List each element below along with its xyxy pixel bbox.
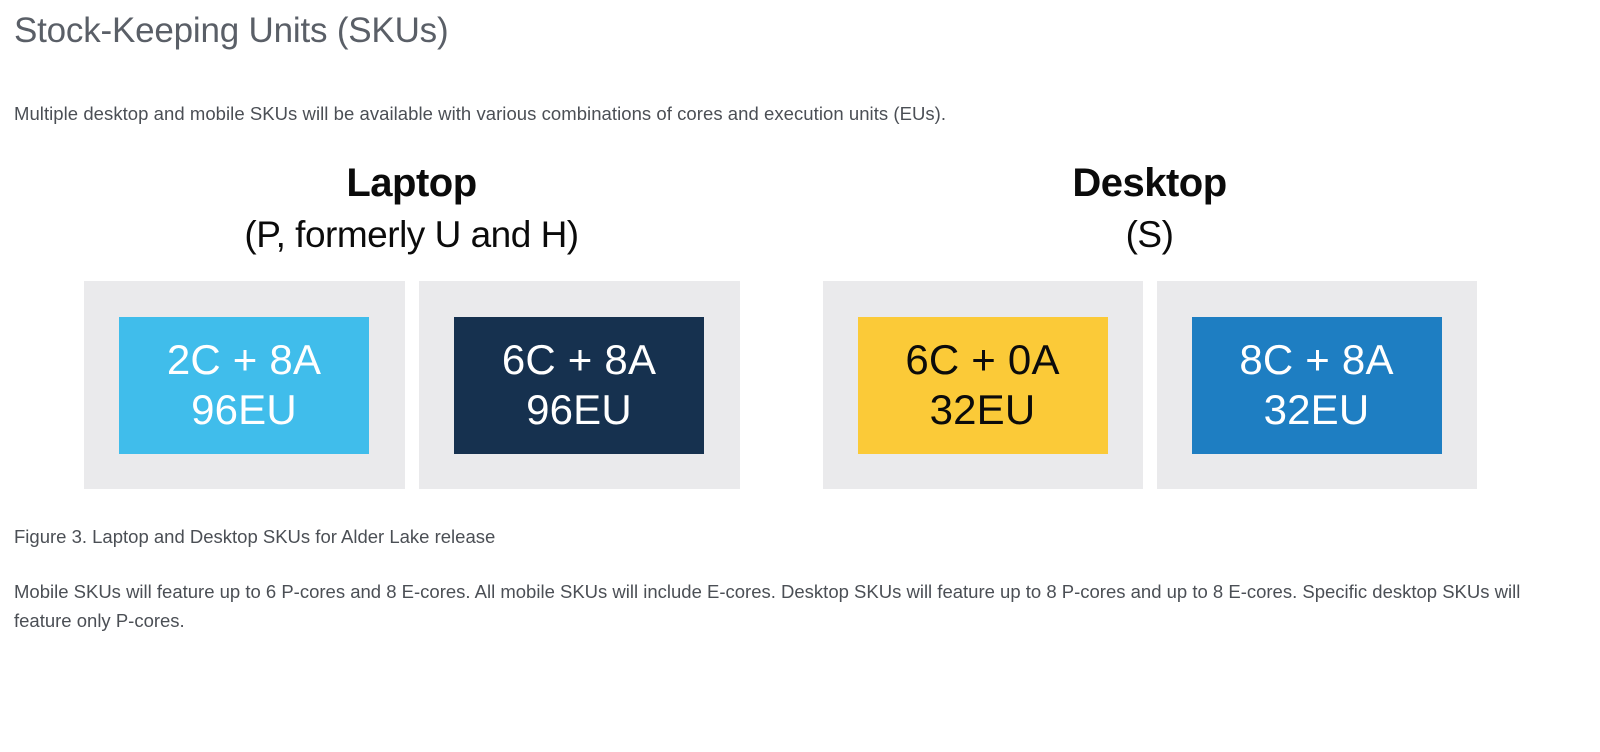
sku-cores-label: 6C + 0A — [905, 336, 1060, 384]
sku-eus-label: 32EU — [929, 386, 1036, 433]
sku-tile: 6C + 8A 96EU — [454, 316, 704, 454]
group-name-desktop: Desktop — [1072, 161, 1227, 205]
group-subtitle-laptop: (P, formerly U and H) — [244, 214, 579, 255]
sku-tile: 6C + 0A 32EU — [857, 316, 1108, 454]
group-name-laptop: Laptop — [346, 161, 477, 205]
sku-cores-label: 8C + 8A — [1239, 336, 1394, 384]
group-subtitle-desktop: (S) — [1125, 214, 1174, 255]
sku-groups: Laptop (P, formerly U and H) 2C + 8A 96E… — [14, 163, 1586, 489]
group-heading-laptop: Laptop (P, formerly U and H) — [244, 161, 579, 255]
sku-card: 6C + 0A 32EU — [822, 281, 1143, 489]
sku-group-desktop: Desktop (S) 6C + 0A 32EU 8C + 8A 32EU — [822, 163, 1477, 489]
footer-paragraph: Mobile SKUs will feature up to 6 P-cores… — [14, 581, 1521, 631]
card-row-laptop: 2C + 8A 96EU 6C + 8A 96EU — [83, 281, 740, 489]
figure-caption: Figure 3. Laptop and Desktop SKUs for Al… — [14, 526, 496, 547]
sku-card: 8C + 8A 32EU — [1156, 281, 1477, 489]
card-row-desktop: 6C + 0A 32EU 8C + 8A 32EU — [822, 281, 1477, 489]
sku-group-laptop: Laptop (P, formerly U and H) 2C + 8A 96E… — [83, 161, 740, 489]
page-title: Stock-Keeping Units (SKUs) — [14, 11, 449, 50]
sku-figure: Laptop (P, formerly U and H) 2C + 8A 96E… — [14, 163, 1586, 523]
sku-card: 6C + 8A 96EU — [418, 281, 740, 489]
sku-eus-label: 96EU — [191, 386, 297, 433]
intro-paragraph: Multiple desktop and mobile SKUs will be… — [14, 103, 947, 124]
sku-tile: 8C + 8A 32EU — [1191, 316, 1442, 454]
sku-eus-label: 32EU — [1263, 386, 1370, 433]
sku-tile: 2C + 8A 96EU — [119, 316, 369, 454]
sku-card: 2C + 8A 96EU — [83, 281, 405, 489]
sku-eus-label: 96EU — [526, 386, 632, 433]
group-heading-desktop: Desktop (S) — [1072, 161, 1227, 255]
sku-cores-label: 2C + 8A — [166, 336, 322, 384]
sku-cores-label: 6C + 8A — [501, 336, 657, 384]
